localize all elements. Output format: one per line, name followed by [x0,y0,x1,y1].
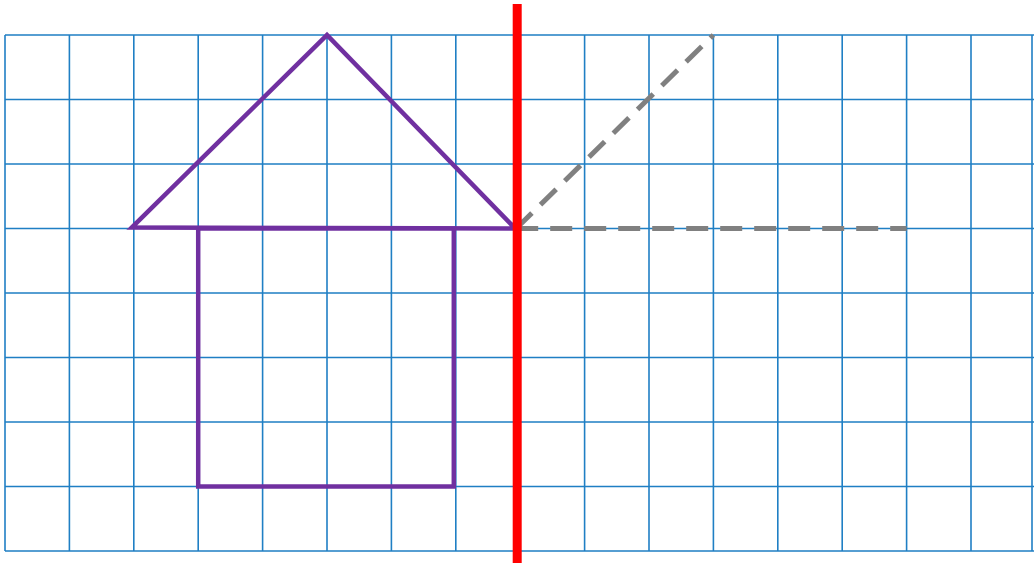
house-shape [126,31,521,489]
house-body [195,226,457,489]
dashed-guide-line [514,33,716,231]
reflection-guides [514,33,907,231]
